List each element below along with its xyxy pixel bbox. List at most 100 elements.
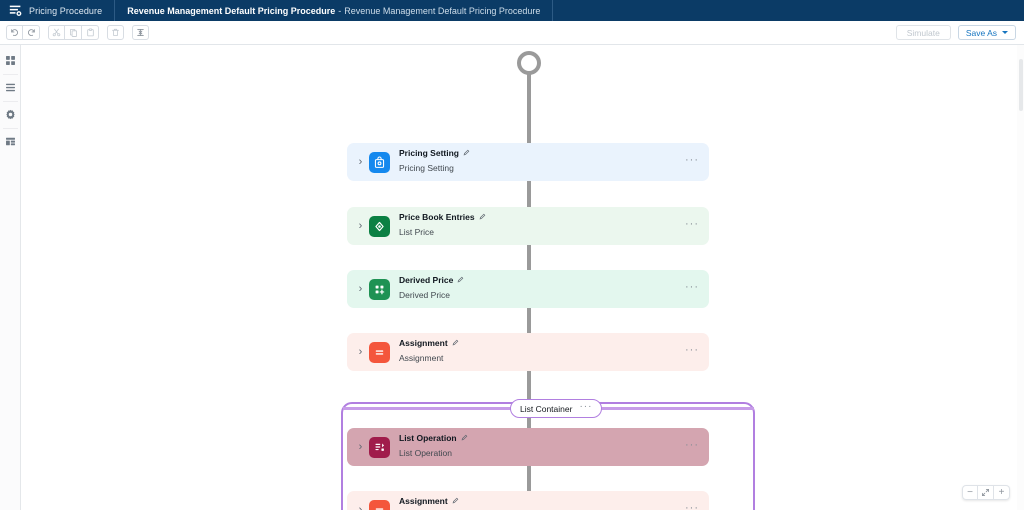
- node-subtitle: Derived Price: [399, 290, 451, 301]
- toolbar-left-group: [6, 25, 149, 40]
- node-title-row: Assignment: [399, 496, 685, 507]
- derived-price-icon: [369, 278, 390, 300]
- list-container-stub-right: [586, 407, 754, 410]
- node-title: Pricing Setting: [399, 147, 459, 158]
- breadcrumb: Revenue Management Default Pricing Proce…: [115, 0, 554, 21]
- canvas-scrollbar[interactable]: [1019, 59, 1023, 111]
- node-title-row: List Operation: [399, 433, 685, 444]
- sidebar-item-list[interactable]: [0, 75, 21, 102]
- flow-canvas[interactable]: List Container ··· › Pricing Setting: [21, 45, 1024, 510]
- redo-icon[interactable]: [23, 25, 40, 40]
- node-more-menu-icon[interactable]: ···: [685, 438, 699, 451]
- left-rail: [0, 45, 21, 510]
- node-text-block: List Operation List Operation: [399, 433, 685, 462]
- expand-chevron-icon[interactable]: ›: [358, 155, 363, 168]
- copy-icon[interactable]: [65, 25, 82, 40]
- node-assignment-1[interactable]: › Assignment Assignment: [347, 333, 709, 371]
- edit-pencil-icon[interactable]: [452, 338, 459, 349]
- expand-chevron-icon[interactable]: ›: [358, 345, 363, 358]
- assignment-icon: [369, 341, 390, 363]
- assignment-icon: [369, 499, 390, 510]
- node-title-row: Derived Price: [399, 275, 685, 286]
- header-app-label: Pricing Procedure: [29, 5, 103, 16]
- node-title-row: Price Book Entries: [399, 212, 685, 223]
- node-more-menu-icon[interactable]: ···: [685, 153, 699, 166]
- node-more-menu-icon[interactable]: ···: [685, 501, 699, 510]
- node-assignment-2[interactable]: › Assignment Assignment: [347, 491, 709, 510]
- node-title: Derived Price: [399, 274, 454, 285]
- document-title: Revenue Management Default Pricing Proce…: [127, 5, 336, 16]
- grid-icon: [5, 53, 16, 71]
- table-icon: [5, 134, 16, 152]
- expand-chevron-icon[interactable]: ›: [358, 440, 363, 453]
- node-subtitle: Pricing Setting: [399, 163, 454, 174]
- node-subtitle: List Price: [399, 227, 434, 238]
- app-header: Pricing Procedure Revenue Management Def…: [0, 0, 1024, 21]
- toolbar-history-group: [6, 25, 40, 40]
- list-container-stub-left: [343, 407, 511, 410]
- node-title: Price Book Entries: [399, 211, 475, 222]
- node-pricing-setting[interactable]: › Pricing Setting: [347, 143, 709, 181]
- cut-icon[interactable]: [48, 25, 65, 40]
- price-book-entries-icon: [369, 215, 390, 237]
- node-list-operation[interactable]: › List Operation: [347, 428, 709, 466]
- fit-to-screen-button[interactable]: [978, 485, 994, 500]
- node-derived-price[interactable]: › Derived Price: [347, 270, 709, 308]
- collapse-all-icon[interactable]: [132, 25, 149, 40]
- paste-icon[interactable]: [82, 25, 99, 40]
- toolbar-right-group: Simulate Save As: [895, 25, 1016, 40]
- start-node[interactable]: [517, 51, 541, 75]
- sidebar-item-elements[interactable]: [0, 48, 21, 75]
- editor-body: List Container ··· › Pricing Setting: [0, 45, 1024, 510]
- undo-icon[interactable]: [6, 25, 23, 40]
- node-title-row: Pricing Setting: [399, 148, 685, 159]
- list-icon: [5, 80, 16, 98]
- list-container-label: List Container: [520, 403, 573, 414]
- node-text-block: Pricing Setting Pricing Setting: [399, 148, 685, 177]
- toolbar-delete-group: [107, 25, 124, 40]
- delete-icon[interactable]: [107, 25, 124, 40]
- node-more-menu-icon[interactable]: ···: [685, 217, 699, 230]
- expand-chevron-icon[interactable]: ›: [358, 503, 363, 510]
- breadcrumb-separator: -: [338, 5, 342, 16]
- node-title: Assignment: [399, 495, 448, 506]
- sidebar-item-data-table[interactable]: [0, 129, 21, 156]
- node-subtitle: Assignment: [399, 353, 444, 364]
- document-subtitle: Revenue Management Default Pricing Proce…: [344, 5, 541, 16]
- node-title: Assignment: [399, 337, 448, 348]
- zoom-controls: − +: [962, 485, 1010, 500]
- node-more-menu-icon[interactable]: ···: [685, 343, 699, 356]
- edit-pencil-icon[interactable]: [452, 496, 459, 507]
- node-text-block: Price Book Entries List Price: [399, 212, 685, 241]
- node-subtitle: List Operation: [399, 448, 452, 459]
- toolbar-clipboard-group: [48, 25, 99, 40]
- header-app-group[interactable]: Pricing Procedure: [0, 0, 116, 21]
- zoom-out-button[interactable]: −: [962, 485, 978, 500]
- save-as-button[interactable]: Save As: [957, 25, 1016, 40]
- pricing-procedure-app-icon: [9, 4, 22, 17]
- gear-icon: [5, 107, 16, 125]
- canvas-scroll-track: [1017, 45, 1024, 510]
- list-operation-icon: [369, 436, 390, 458]
- list-container-label-pill[interactable]: List Container ···: [510, 399, 603, 418]
- expand-chevron-icon[interactable]: ›: [358, 219, 363, 232]
- toolbar-collapse-group: [132, 25, 149, 40]
- edit-pencil-icon[interactable]: [461, 433, 468, 444]
- edit-pencil-icon[interactable]: [463, 148, 470, 159]
- save-as-label: Save As: [965, 27, 997, 38]
- sidebar-item-settings[interactable]: [0, 102, 21, 129]
- expand-chevron-icon[interactable]: ›: [358, 282, 363, 295]
- node-text-block: Derived Price Derived Price: [399, 275, 685, 304]
- edit-pencil-icon[interactable]: [457, 275, 464, 286]
- node-text-block: Assignment Assignment: [399, 496, 685, 510]
- chevron-down-icon: [1002, 31, 1008, 34]
- list-container-more-icon[interactable]: ···: [579, 401, 593, 412]
- edit-pencil-icon[interactable]: [479, 212, 486, 223]
- flow-diagram: List Container ··· › Pricing Setting: [21, 45, 1024, 510]
- simulate-button[interactable]: Simulate: [895, 25, 951, 40]
- editor-toolbar: Simulate Save As: [0, 21, 1024, 45]
- node-price-book-entries[interactable]: › Price Book Entries List Price: [347, 207, 709, 245]
- node-title-row: Assignment: [399, 338, 685, 349]
- zoom-in-button[interactable]: +: [994, 485, 1010, 500]
- node-more-menu-icon[interactable]: ···: [685, 280, 699, 293]
